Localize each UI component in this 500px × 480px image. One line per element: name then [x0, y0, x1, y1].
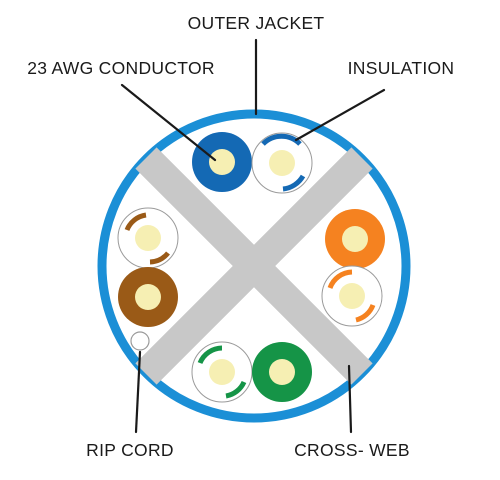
- orange-white-stripe-wire: [321, 265, 383, 327]
- blue-white-stripe-wire: [251, 132, 313, 194]
- conductor: [209, 149, 235, 175]
- brown-white-stripe-wire: [117, 207, 179, 269]
- insulation-label: INSULATION: [348, 58, 455, 78]
- green-pair: [191, 341, 312, 403]
- orange-solid-wire: [325, 209, 385, 269]
- conductor: [339, 283, 365, 309]
- rip-cord-leader: [134, 350, 142, 434]
- outer-jacket-label: OUTER JACKET: [188, 13, 325, 33]
- brown-solid-wire: [118, 267, 178, 327]
- green-solid-wire: [252, 342, 312, 402]
- conductor: [269, 150, 295, 176]
- green-white-stripe-wire: [191, 341, 253, 403]
- conductor: [209, 359, 235, 385]
- conductor-leader: [120, 83, 217, 162]
- rip-cord: [130, 331, 150, 351]
- conductor: [135, 225, 161, 251]
- leader-lines: [120, 38, 386, 434]
- rip-cord-label: RIP CORD: [86, 440, 174, 460]
- conductor: [135, 284, 161, 310]
- orange-pair: [321, 209, 385, 327]
- brown-pair: [117, 207, 179, 327]
- cross-web-label: CROSS- WEB: [294, 440, 410, 460]
- cross-web: [135, 147, 373, 385]
- blue-solid-wire: [192, 132, 252, 192]
- conductor: [269, 359, 295, 385]
- conductor-label: 23 AWG CONDUCTOR: [27, 58, 215, 78]
- conductor: [342, 226, 368, 252]
- cross-web-leader: [347, 364, 353, 434]
- blue-pair: [192, 132, 313, 194]
- insulation-leader: [294, 88, 386, 142]
